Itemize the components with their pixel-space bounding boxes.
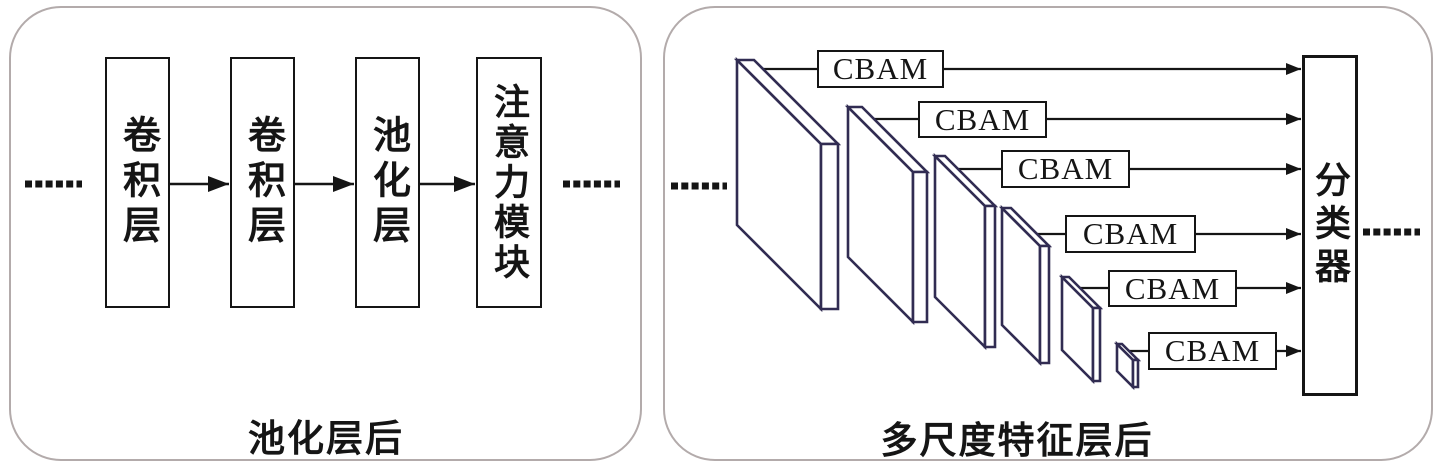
layer-box-conv-2-label: 卷积层 [241,115,284,250]
feature-map-slab-3 [931,152,999,351]
cbam-box-5-label: CBAM [1124,270,1221,306]
feature-map-slab-1 [733,56,842,313]
cbam-box-3-label: CBAM [1017,151,1114,186]
cbam-box-5: CBAM [1108,270,1237,307]
layer-box-conv-1: 卷积层 [105,57,170,308]
cbam-box-2-label: CBAM [934,101,1031,137]
layer-box-conv-1-label: 卷积层 [116,115,159,250]
classifier-box: 分类器 [1302,55,1358,396]
layer-box-pooling-label: 池化层 [366,115,409,250]
cbam-box-4: CBAM [1065,215,1196,253]
cbam-box-2: CBAM [918,101,1047,138]
feature-map-slab-2 [844,103,931,326]
cbam-box-3: CBAM [1001,150,1130,188]
cbam-box-6-label: CBAM [1164,333,1261,368]
layer-box-attention-module-label: 注意力模块 [489,82,529,283]
feature-map-slab-6 [1113,340,1142,391]
left-panel-caption: 池化层后 [248,419,404,460]
layer-box-pooling: 池化层 [355,57,420,308]
cbam-box-4-label: CBAM [1082,216,1179,251]
cbam-box-6: CBAM [1148,332,1277,370]
cbam-box-1-label: CBAM [832,51,929,86]
feature-map-slab-5 [1058,273,1104,385]
cbam-box-1: CBAM [817,50,944,88]
layer-box-conv-2: 卷积层 [230,57,295,308]
classifier-box-label: 分类器 [1310,161,1350,290]
layer-box-attention-module: 注意力模块 [476,57,542,308]
right-panel-caption: 多尺度特征层后 [880,421,1154,462]
feature-map-slab-4 [998,204,1053,367]
